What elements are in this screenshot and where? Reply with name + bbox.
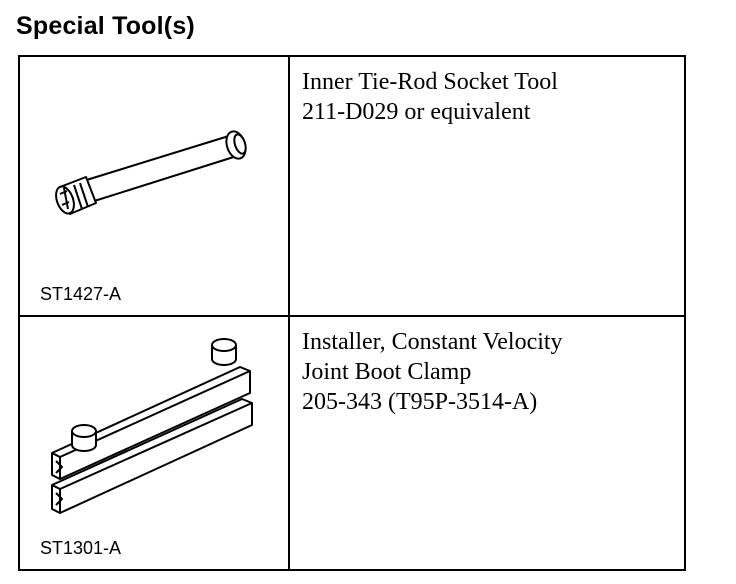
tool-description-cell: Inner Tie-Rod Socket Tool 211-D029 or eq…	[290, 57, 684, 315]
tool-image-cell: ST1301-A	[20, 317, 290, 569]
tool-code: ST1427-A	[40, 284, 122, 304]
tool-name-line-1: Installer, Constant Velocity	[302, 329, 563, 355]
section-heading: Special Tool(s)	[16, 12, 195, 40]
tool-number: 205-343 (T95P-3514-A)	[302, 389, 538, 415]
tool-description-cell: Installer, Constant Velocity Joint Boot …	[290, 317, 684, 569]
tie-rod-socket-tool-illustration	[55, 130, 247, 215]
boot-clamp-installer-illustration	[51, 338, 253, 514]
tool-row: ST1427-A Inner Tie-Rod Socket Tool 211-D…	[20, 57, 684, 317]
tool-code: ST1301-A	[40, 538, 122, 558]
tool-name: Inner Tie-Rod Socket Tool	[302, 69, 558, 95]
special-tools-table: ST1427-A Inner Tie-Rod Socket Tool 211-D…	[18, 55, 686, 571]
tool-image-cell: ST1427-A	[20, 57, 290, 315]
tool-number: 211-D029 or equivalent	[302, 99, 531, 125]
tool-name-line-2: Joint Boot Clamp	[302, 359, 472, 385]
tool-row: ST1301-A Installer, Constant Velocity Jo…	[20, 317, 684, 569]
